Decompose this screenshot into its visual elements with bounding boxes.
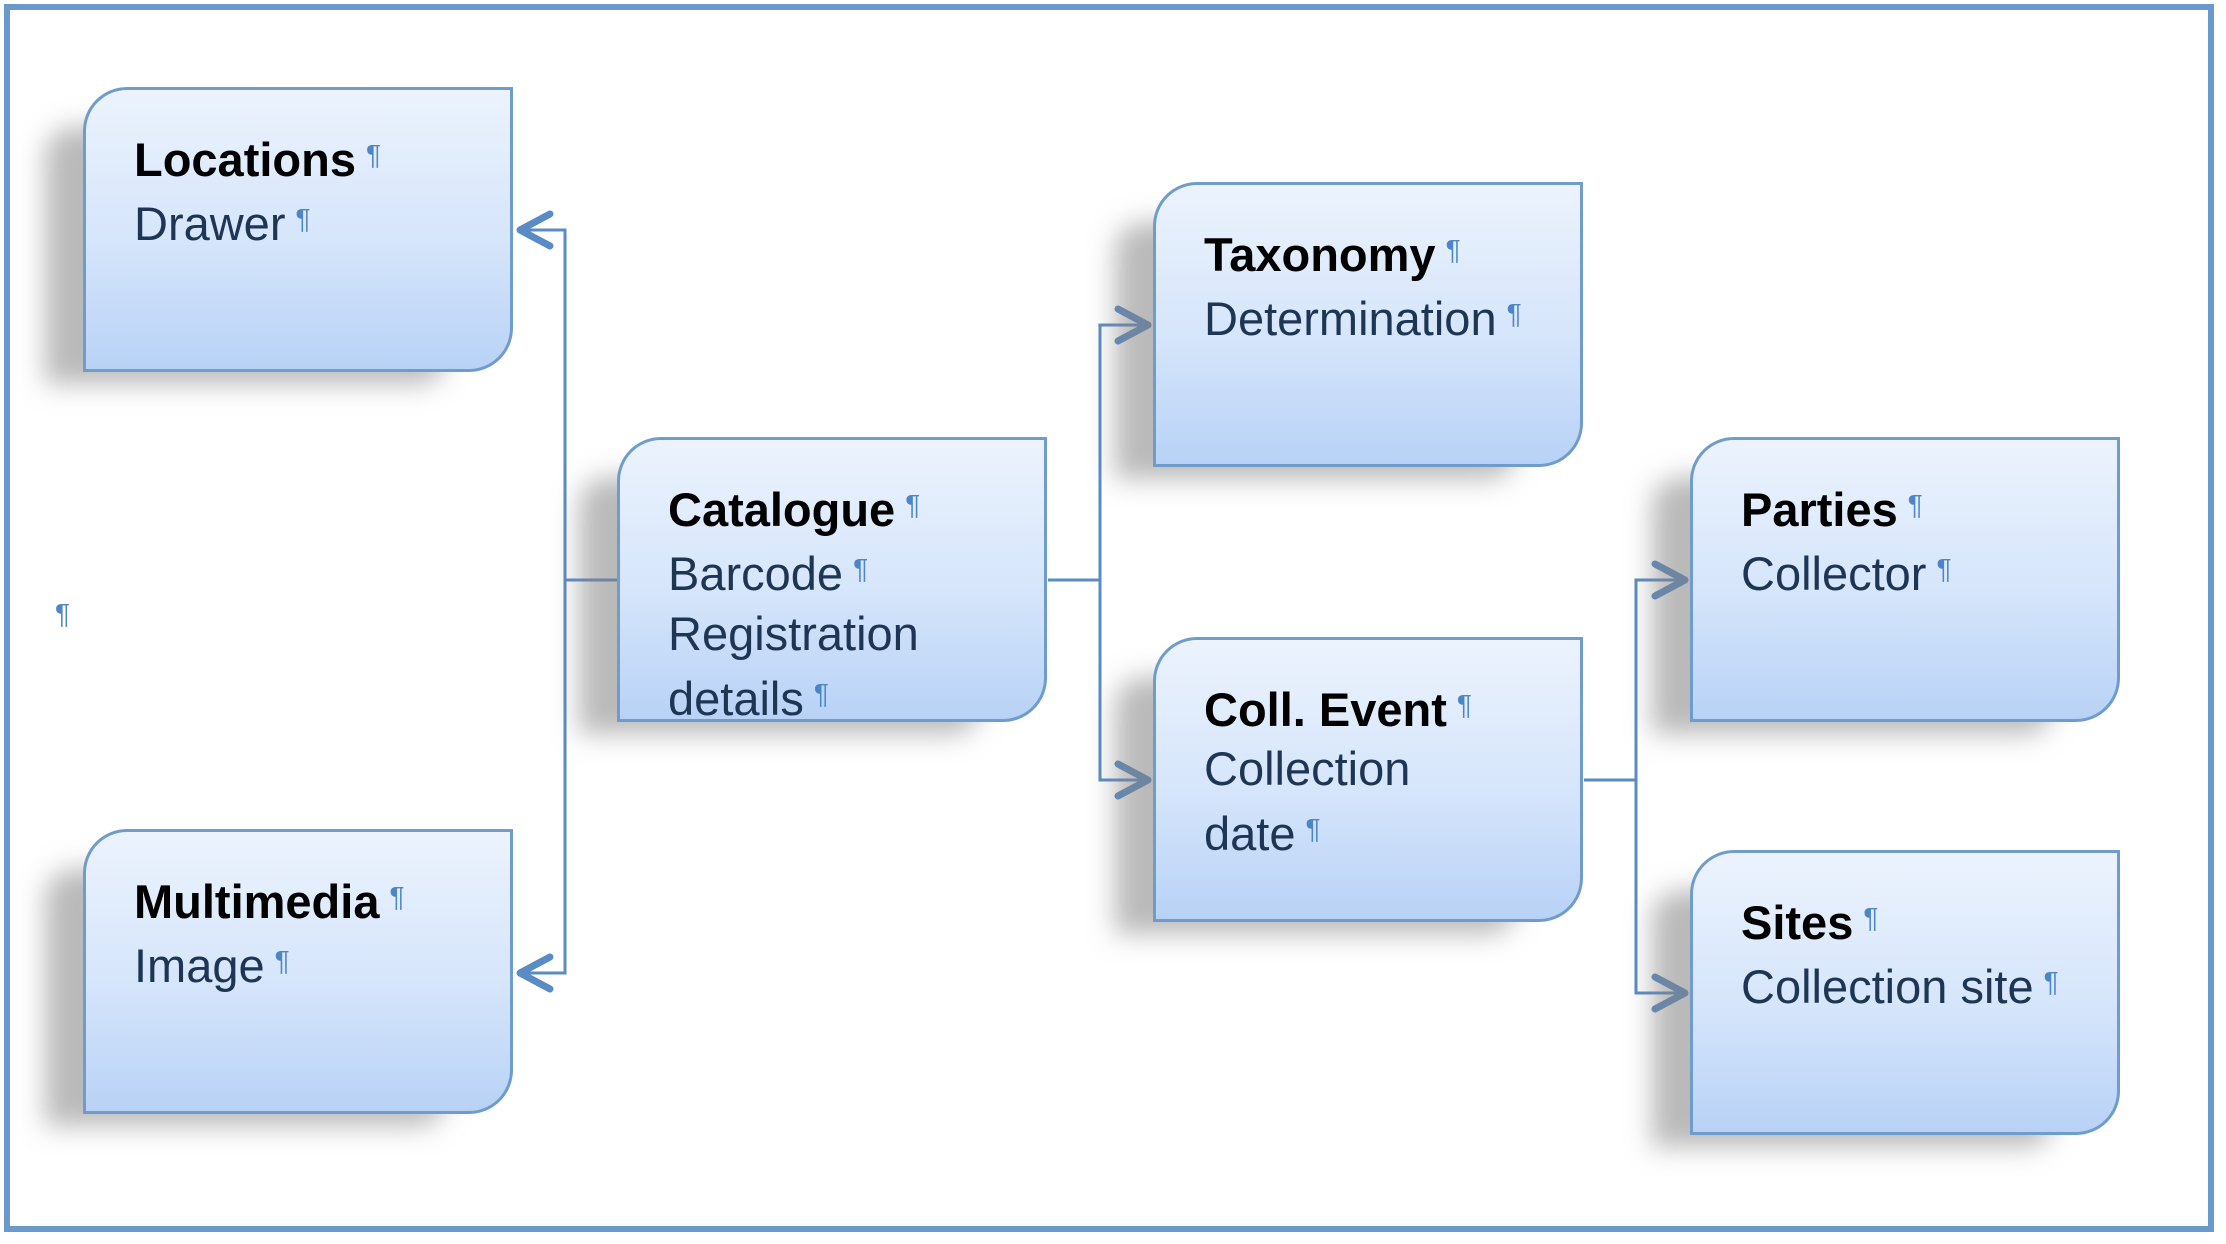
- pilcrow-mark: ¶: [295, 203, 311, 234]
- pilcrow-mark: ¶: [813, 678, 829, 709]
- node-detail-text: Collection site: [1741, 960, 2034, 1013]
- pilcrow-mark: ¶: [1907, 489, 1923, 520]
- node-parties[interactable]: Parties ¶ Collector ¶: [1690, 437, 2120, 722]
- node-detail: Collector ¶: [1741, 539, 2097, 604]
- node-title-text: Taxonomy: [1204, 228, 1436, 281]
- node-title: Multimedia ¶: [134, 868, 490, 931]
- node-title: Locations ¶: [134, 126, 490, 189]
- stray-pilcrow-mark: ¶: [55, 598, 71, 629]
- node-detail-text: Drawer: [134, 197, 286, 250]
- node-title-text: Locations: [134, 133, 356, 186]
- node-detail-text: Barcode: [668, 547, 844, 600]
- node-detail: Collection site ¶: [1741, 952, 2097, 1017]
- node-detail: Collection date¶: [1204, 739, 1504, 864]
- node-detail: Drawer ¶: [134, 189, 490, 254]
- pilcrow-mark: ¶: [1445, 234, 1461, 265]
- pilcrow-mark: ¶: [1305, 813, 1321, 844]
- pilcrow-mark: ¶: [853, 553, 869, 584]
- node-detail-text: Collector: [1741, 547, 1927, 600]
- node-title: Catalogue ¶: [668, 476, 1024, 539]
- node-locations[interactable]: Locations ¶ Drawer ¶: [83, 87, 513, 372]
- node-title: Sites ¶: [1741, 889, 2097, 952]
- node-detail: Barcode ¶: [668, 539, 1024, 604]
- node-catalogue[interactable]: Catalogue ¶ Barcode ¶ Registration details…: [617, 437, 1047, 722]
- pilcrow-mark: ¶: [1456, 689, 1472, 720]
- node-title: Coll. Event ¶: [1204, 676, 1560, 739]
- pilcrow-mark: ¶: [389, 881, 405, 912]
- node-title-text: Catalogue: [668, 483, 896, 536]
- node-detail-secondary: Registration details¶: [668, 604, 1024, 722]
- pilcrow-mark: ¶: [1863, 902, 1879, 933]
- node-title: Parties ¶: [1741, 476, 2097, 539]
- node-detail-text: Collection date: [1204, 742, 1411, 860]
- pilcrow-mark: ¶: [365, 139, 382, 170]
- node-taxonomy[interactable]: Taxonomy ¶ Determination ¶: [1153, 182, 1583, 467]
- node-multimedia[interactable]: Multimedia ¶ Image ¶: [83, 829, 513, 1114]
- node-title-text: Multimedia: [134, 875, 380, 928]
- node-title-text: Sites: [1741, 896, 1854, 949]
- node-detail-text: Image: [134, 939, 265, 992]
- pilcrow-mark: ¶: [1936, 553, 1952, 584]
- node-title: Taxonomy ¶: [1204, 221, 1560, 284]
- node-title-text: Coll. Event: [1204, 683, 1447, 736]
- node-sites[interactable]: Sites ¶ Collection site ¶: [1690, 850, 2120, 1135]
- pilcrow-mark: ¶: [274, 945, 290, 976]
- node-detail-text: Determination: [1204, 292, 1497, 345]
- node-title-text: Parties: [1741, 483, 1898, 536]
- node-detail: Determination ¶: [1204, 284, 1560, 349]
- pilcrow-mark: ¶: [2043, 966, 2059, 997]
- node-detail: Image ¶: [134, 931, 490, 996]
- node-detail-text: Registration details: [668, 607, 919, 722]
- pilcrow-mark: ¶: [905, 489, 921, 520]
- node-coll-event[interactable]: Coll. Event¶ Collection date¶: [1153, 637, 1583, 922]
- pilcrow-mark: ¶: [1506, 298, 1522, 329]
